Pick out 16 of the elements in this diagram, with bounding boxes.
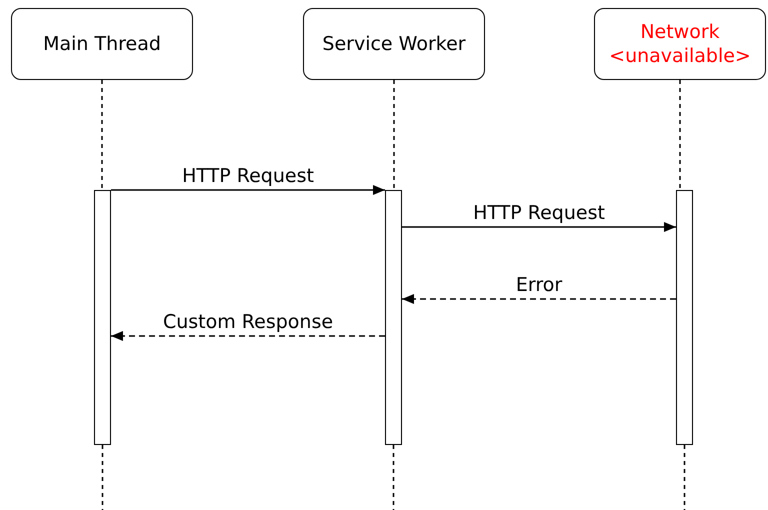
lifeline	[684, 445, 686, 510]
message-arrow	[402, 294, 676, 304]
activation-bar	[385, 190, 402, 445]
lifeline-header: Main Thread	[11, 8, 193, 80]
lifeline	[102, 445, 104, 510]
lifeline-header: Network <unavailable>	[594, 8, 766, 80]
message-arrow	[111, 185, 385, 195]
message-arrow	[402, 222, 676, 232]
activation-bar	[94, 190, 111, 445]
lifeline	[392, 445, 394, 510]
lifeline	[393, 80, 395, 190]
message-arrow	[111, 331, 385, 341]
lifeline	[101, 80, 103, 190]
activation-bar	[676, 190, 693, 445]
lifeline-header: Service Worker	[303, 8, 485, 80]
lifeline	[679, 80, 681, 190]
